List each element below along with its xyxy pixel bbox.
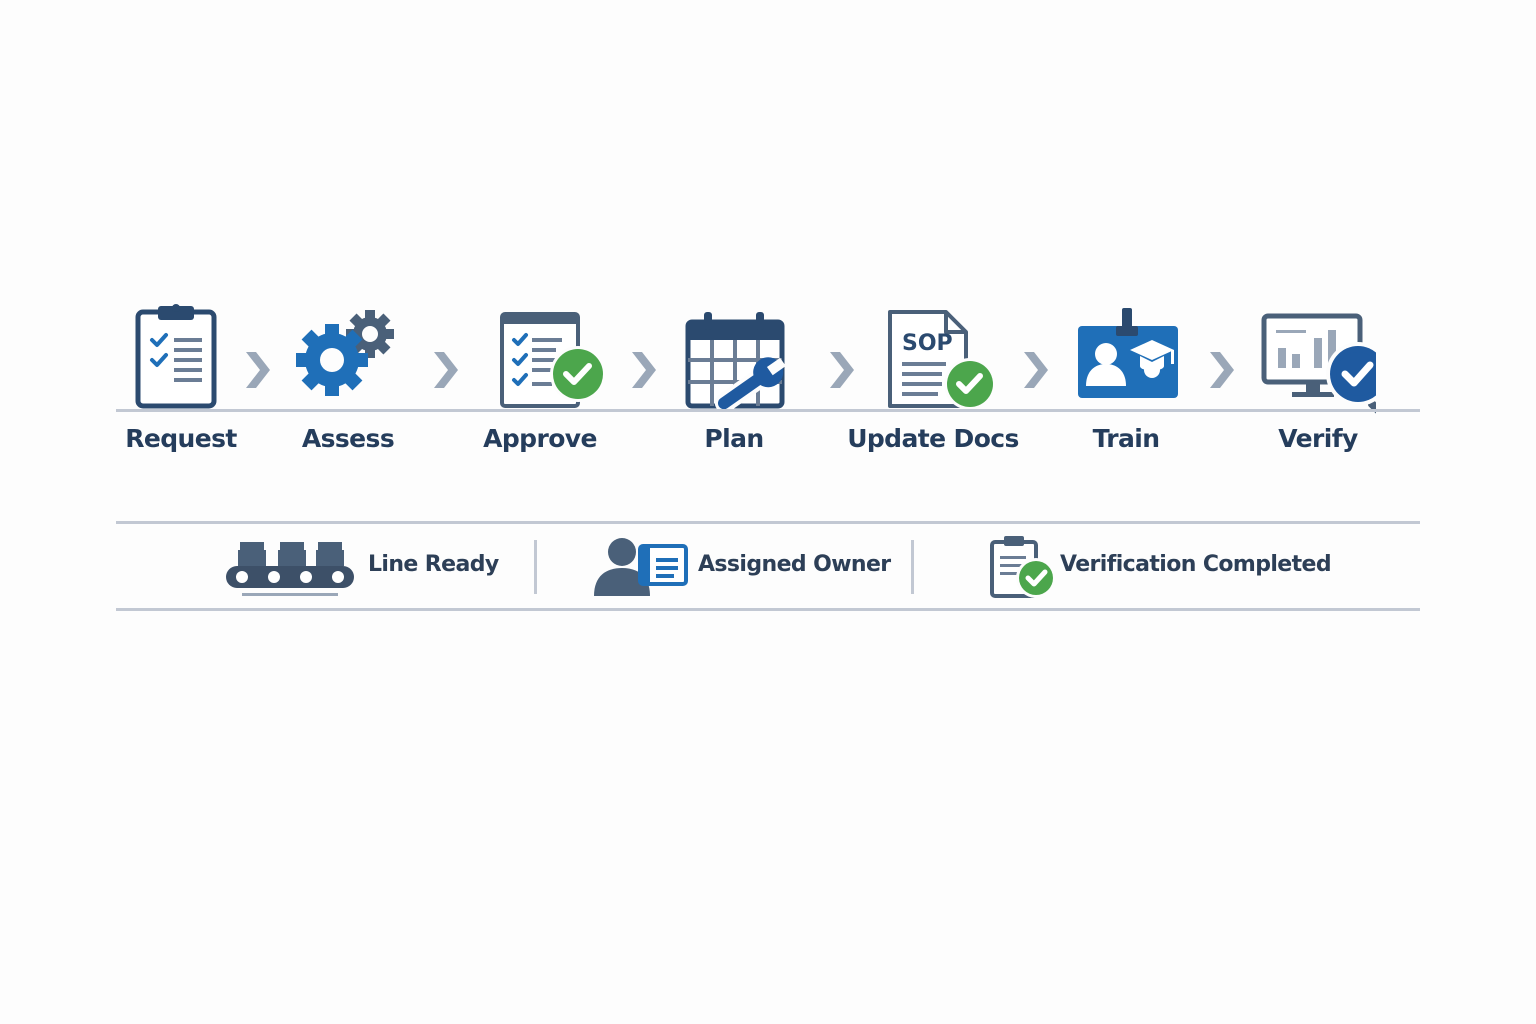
gears-icon: [288, 302, 408, 412]
training-badge-icon: [1068, 304, 1188, 414]
status-label-assigned-owner: Assigned Owner: [698, 552, 891, 577]
status-item-line-ready: Line Ready: [224, 532, 514, 602]
chevron-right-icon: [430, 348, 460, 392]
step-label-plan: Plan: [704, 424, 764, 453]
status-divider: [534, 540, 537, 594]
clipboard-check-icon: [988, 534, 1058, 600]
status-item-verification-completed: Verification Completed: [988, 532, 1332, 602]
status-strip-bottom-rule: [116, 608, 1420, 611]
clipboard-checklist-icon: [118, 302, 238, 412]
conveyor-icon: [224, 538, 358, 600]
step-label-train: Train: [1092, 424, 1160, 453]
status-item-assigned-owner: Assigned Owner: [592, 532, 892, 602]
chevron-right-icon: [1020, 348, 1050, 392]
step-label-update-docs: Update Docs: [847, 424, 1019, 453]
chevron-right-icon: [1206, 348, 1236, 392]
status-label-line-ready: Line Ready: [368, 552, 499, 577]
sop-document-icon: SOP: [876, 304, 996, 414]
process-baseline: [116, 409, 1420, 412]
status-strip-top-rule: [116, 521, 1420, 524]
chevron-right-icon: [628, 348, 658, 392]
status-divider: [911, 540, 914, 594]
step-label-approve: Approve: [483, 424, 597, 453]
svg-text:SOP: SOP: [902, 331, 953, 356]
chevron-right-icon: [242, 348, 272, 392]
approved-checklist-icon: [488, 304, 608, 414]
calendar-wrench-icon: [680, 306, 800, 416]
monitor-verify-icon: [1256, 306, 1376, 416]
status-label-verification-completed: Verification Completed: [1060, 552, 1332, 577]
step-label-assess: Assess: [301, 424, 395, 453]
chevron-right-icon: [826, 348, 856, 392]
owner-card-icon: [592, 534, 690, 600]
step-label-verify: Verify: [1278, 424, 1358, 453]
step-label-request: Request: [125, 424, 237, 453]
